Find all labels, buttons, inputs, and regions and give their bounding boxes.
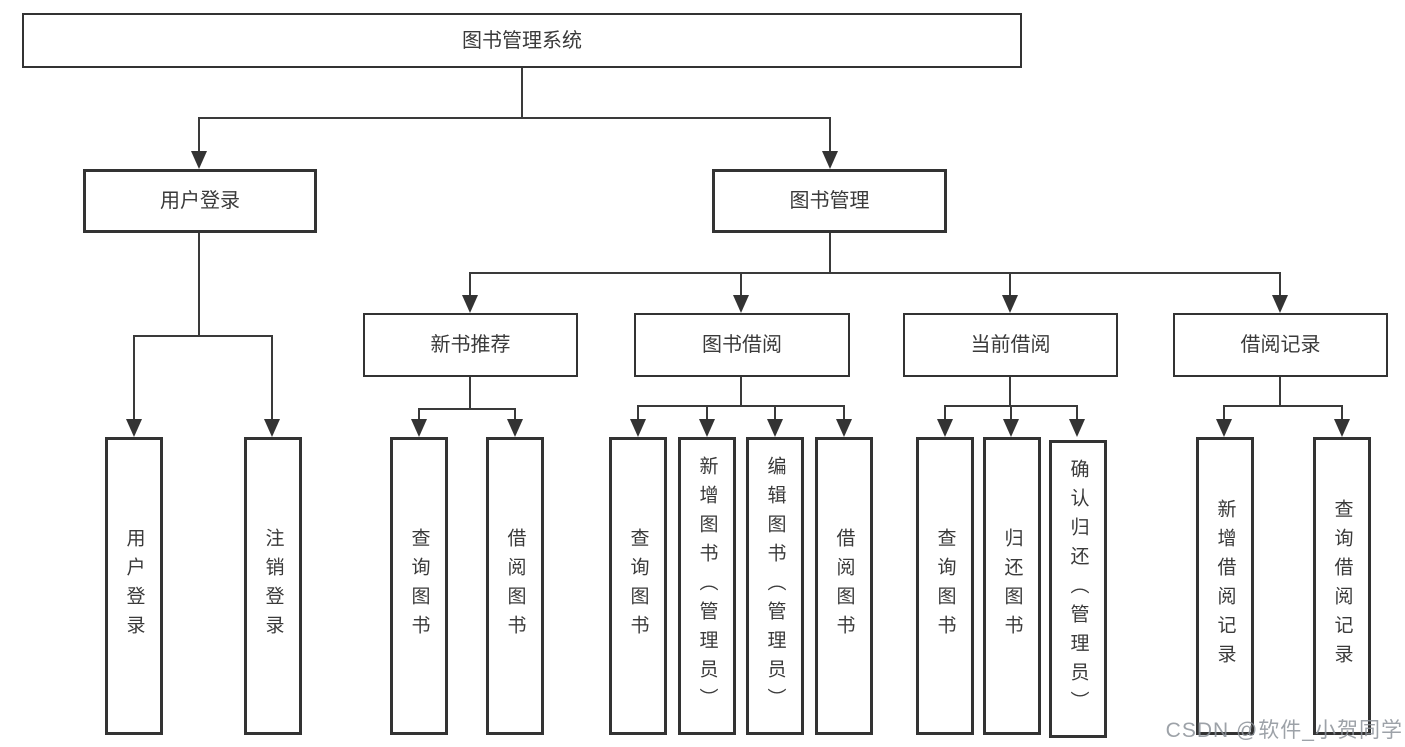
connector-line xyxy=(469,377,471,410)
arrowhead-icon xyxy=(507,419,523,437)
connector-line xyxy=(198,117,831,119)
node-library-system: 图书管理系统 xyxy=(22,13,1022,68)
connector-line xyxy=(1341,405,1343,421)
connector-line xyxy=(774,405,776,421)
leaf-query-books-borrow: 查询图书 xyxy=(609,437,667,735)
arrowhead-icon xyxy=(937,419,953,437)
connector-line xyxy=(133,335,135,421)
connector-line xyxy=(1279,272,1281,297)
watermark-text: CSDN @软件_小贺同学 xyxy=(1165,719,1403,742)
leaf-confirm-return-admin: 确认归还（管理员） xyxy=(1049,440,1107,738)
connector-line xyxy=(133,335,273,337)
connector-line xyxy=(637,405,639,421)
arrowhead-icon xyxy=(462,295,478,313)
connector-line xyxy=(829,117,831,152)
arrowhead-icon xyxy=(264,419,280,437)
arrowhead-icon xyxy=(767,419,783,437)
arrowhead-icon xyxy=(836,419,852,437)
connector-line xyxy=(1010,405,1012,421)
leaf-return-book: 归还图书 xyxy=(983,437,1041,735)
arrowhead-icon xyxy=(191,151,207,169)
leaf-add-book-admin: 新增图书（管理员） xyxy=(678,437,736,735)
connector-line xyxy=(1223,405,1225,421)
leaf-add-borrow-record: 新增借阅记录 xyxy=(1196,437,1254,735)
connector-line xyxy=(198,233,200,337)
leaf-logout: 注销登录 xyxy=(244,437,302,735)
arrowhead-icon xyxy=(822,151,838,169)
leaf-query-books-recommend: 查询图书 xyxy=(390,437,448,735)
connector-line xyxy=(1279,377,1281,407)
connector-line xyxy=(469,272,1281,274)
node-borrow-records: 借阅记录 xyxy=(1173,313,1388,377)
arrowhead-icon xyxy=(630,419,646,437)
connector-line xyxy=(418,408,516,410)
leaf-borrow-books-recommend: 借阅图书 xyxy=(486,437,544,735)
leaf-edit-book-admin: 编辑图书（管理员） xyxy=(746,437,804,735)
arrowhead-icon xyxy=(699,419,715,437)
connector-line xyxy=(1009,272,1011,297)
connector-line xyxy=(843,405,845,421)
arrowhead-icon xyxy=(1002,295,1018,313)
arrowhead-icon xyxy=(1216,419,1232,437)
connector-line xyxy=(514,408,516,421)
arrowhead-icon xyxy=(1272,295,1288,313)
connector-line xyxy=(706,405,708,421)
connector-line xyxy=(1076,405,1078,421)
connector-line xyxy=(521,68,523,118)
leaf-user-login: 用户登录 xyxy=(105,437,163,735)
connector-line xyxy=(198,117,200,152)
connector-line xyxy=(469,272,471,297)
connector-line xyxy=(637,405,845,407)
connector-line xyxy=(418,408,420,421)
arrowhead-icon xyxy=(1003,419,1019,437)
node-current-borrow: 当前借阅 xyxy=(903,313,1118,377)
connector-line xyxy=(1223,405,1343,407)
node-book-borrow: 图书借阅 xyxy=(634,313,850,377)
connector-line xyxy=(740,377,742,407)
connector-line xyxy=(1009,377,1011,407)
leaf-borrow-books-borrow: 借阅图书 xyxy=(815,437,873,735)
arrowhead-icon xyxy=(733,295,749,313)
connector-line xyxy=(740,272,742,297)
arrowhead-icon xyxy=(411,419,427,437)
leaf-query-borrow-record: 查询借阅记录 xyxy=(1313,437,1371,735)
connector-line xyxy=(271,335,273,421)
connector-line xyxy=(829,233,831,274)
node-new-book-recommend: 新书推荐 xyxy=(363,313,578,377)
leaf-query-books-current: 查询图书 xyxy=(916,437,974,735)
arrowhead-icon xyxy=(1069,419,1085,437)
node-book-management: 图书管理 xyxy=(712,169,947,233)
node-user-login-group: 用户登录 xyxy=(83,169,317,233)
arrowhead-icon xyxy=(126,419,142,437)
arrowhead-icon xyxy=(1334,419,1350,437)
connector-line xyxy=(944,405,946,421)
